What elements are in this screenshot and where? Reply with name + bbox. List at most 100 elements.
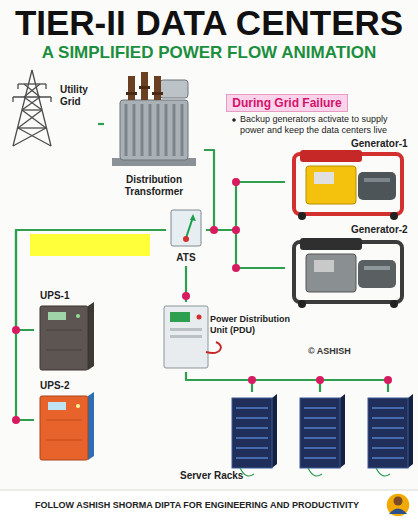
transformer-drawing xyxy=(128,76,135,100)
power-wire xyxy=(206,230,285,268)
pdu-node: Power Distribution Unit (PDU) xyxy=(158,302,304,372)
transformer-drawing xyxy=(157,104,160,156)
server-rack xyxy=(236,408,268,409)
ups-cabinet xyxy=(88,392,94,460)
transmission-tower xyxy=(22,109,42,110)
power-wire xyxy=(16,230,166,420)
server-rack xyxy=(232,394,277,468)
ups-cabinet xyxy=(46,330,82,331)
ups-cabinet xyxy=(48,312,66,320)
transformer-drawing xyxy=(152,92,163,95)
power-wire xyxy=(98,123,104,125)
ups-cabinet xyxy=(76,314,80,318)
highlight-bar xyxy=(30,234,150,256)
power-wire xyxy=(204,150,214,230)
note-text: Backup generators activate to supply pow… xyxy=(240,114,414,136)
transformer-drawing xyxy=(125,104,128,156)
ups-cabinet xyxy=(48,402,66,410)
server-rack xyxy=(304,418,336,419)
junction-dot xyxy=(384,376,392,384)
server-rack xyxy=(368,398,408,468)
generator-drawing xyxy=(306,254,356,292)
ups-cabinet xyxy=(40,306,88,370)
ups-cabinet xyxy=(46,350,82,351)
generator-drawing xyxy=(298,300,306,308)
power-wire xyxy=(16,230,166,420)
transmission-tower xyxy=(18,128,51,146)
ups-cabinet xyxy=(88,302,94,370)
server-rack xyxy=(272,394,277,468)
transformer-drawing xyxy=(154,76,161,100)
transmission-tower xyxy=(24,84,40,97)
transmission-tower xyxy=(50,97,51,102)
power-wire xyxy=(98,124,104,125)
transmission-tower xyxy=(13,128,46,146)
ups-cabinet xyxy=(40,396,88,460)
watermark-text: © ASHISH xyxy=(308,346,351,356)
footer-band xyxy=(0,490,418,491)
transformer-drawing xyxy=(141,104,144,156)
node-label: UPS-2 xyxy=(40,380,94,392)
transformer-drawing xyxy=(165,104,168,156)
junction-dot xyxy=(232,226,240,234)
power-wire xyxy=(186,372,388,392)
transformer-drawing xyxy=(149,104,152,156)
server-rack xyxy=(300,394,345,468)
generator-drawing xyxy=(390,300,398,308)
generator-drawing xyxy=(294,238,402,308)
generator-drawing xyxy=(314,172,334,184)
server-rack xyxy=(372,428,404,429)
footer-band xyxy=(0,490,418,520)
junction-dot xyxy=(182,292,190,300)
author-avatar xyxy=(389,509,407,515)
ups-node: UPS-2 xyxy=(34,376,94,464)
rack-cables xyxy=(376,468,390,476)
pdu-cabinet xyxy=(170,335,202,338)
transmission-tower xyxy=(12,97,13,102)
rack-cables xyxy=(308,468,322,476)
pdu-cabinet xyxy=(170,328,202,331)
ups-cabinet xyxy=(46,420,82,421)
node-label: Utility Grid xyxy=(60,84,98,108)
transmission-tower xyxy=(18,110,42,128)
generator-drawing xyxy=(294,242,402,302)
transmission-tower xyxy=(24,97,42,110)
footer-band xyxy=(0,490,418,520)
server-rack xyxy=(368,394,413,468)
power-wire xyxy=(204,150,214,230)
server-rack xyxy=(300,398,340,468)
generator-drawing xyxy=(358,260,396,288)
junction-dot xyxy=(232,178,240,186)
ats-switch xyxy=(183,236,189,242)
server-rack xyxy=(304,408,336,409)
junction-dot xyxy=(12,326,20,334)
status-banner: During Grid Failure xyxy=(226,94,348,112)
transformer-node: Distribution Transformer xyxy=(104,66,204,202)
transmission-tower xyxy=(18,127,46,128)
transformer-drawing xyxy=(112,72,196,166)
power-wire xyxy=(206,230,285,268)
highlight-bar xyxy=(30,234,150,256)
author-avatar xyxy=(394,497,403,506)
node-label: UPS-1 xyxy=(40,290,94,302)
footer-caption: FOLLOW ASHISH SHORMA DIPTA FOR ENGINEERI… xyxy=(8,499,386,511)
server-rack xyxy=(372,408,404,409)
pdu-cabinet xyxy=(206,342,221,353)
node-label: Generator-2 xyxy=(351,224,413,236)
junction-dot xyxy=(210,226,218,234)
ups-cabinet xyxy=(76,404,80,408)
ups-cabinet xyxy=(40,392,94,460)
transformer-drawing xyxy=(181,104,184,156)
ats-switch xyxy=(171,210,201,246)
ups-cabinet xyxy=(40,302,94,370)
server-rack xyxy=(236,448,268,449)
author-avatar xyxy=(386,493,410,517)
node-label: Generator-1 xyxy=(351,138,413,150)
transformer-drawing xyxy=(173,104,176,156)
switch-node: ATS xyxy=(166,206,206,266)
diagram-title: TIER-II DATA CENTERS xyxy=(0,3,418,43)
power-wire xyxy=(206,182,285,230)
